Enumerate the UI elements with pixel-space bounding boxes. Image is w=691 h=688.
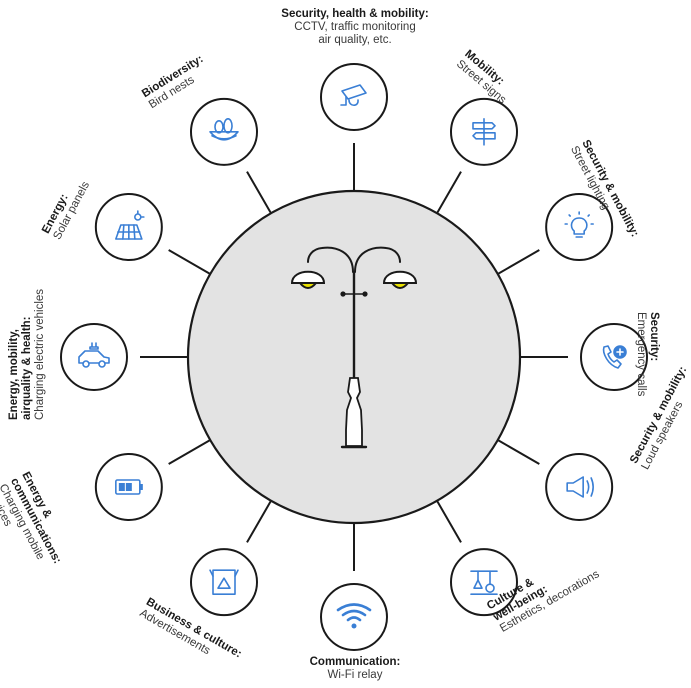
decorations-icon bbox=[470, 570, 498, 595]
label-ev-title: Energy, mobility, bbox=[8, 329, 20, 420]
connector-charging bbox=[168, 439, 211, 465]
electric-car-icon bbox=[78, 342, 110, 368]
label-wifi-title: Communication: bbox=[309, 656, 401, 668]
label-emergency: Security:Emergency calls bbox=[634, 312, 660, 396]
connector-lighting bbox=[497, 249, 540, 275]
connector-mobility bbox=[436, 171, 462, 214]
label-ev: Energy, mobility,airquality & health:Cha… bbox=[8, 289, 47, 420]
phone-plus-icon bbox=[602, 345, 627, 369]
node-emergency bbox=[580, 323, 648, 391]
node-circle bbox=[60, 323, 128, 391]
node-circle bbox=[190, 548, 258, 617]
node-business bbox=[190, 548, 258, 617]
connector-culture bbox=[436, 500, 462, 543]
label-ev-title2: airquality & health: bbox=[20, 316, 33, 420]
label-emergency-subtitle: Emergency calls bbox=[635, 312, 648, 397]
signpost-icon bbox=[472, 118, 496, 146]
label-cctv-title: Security, health & mobility: bbox=[281, 8, 429, 20]
label-wifi-subtitle: Wi-Fi relay bbox=[327, 668, 383, 681]
label-wifi: Communication:Wi-Fi relay bbox=[245, 656, 465, 682]
connector-solar bbox=[168, 249, 211, 275]
node-wifi bbox=[320, 583, 388, 651]
node-circles bbox=[60, 63, 648, 651]
connector-lines bbox=[140, 143, 568, 571]
center-disc bbox=[186, 189, 522, 525]
node-speakers bbox=[545, 453, 614, 521]
billboard-icon bbox=[209, 569, 239, 595]
label-ev-subtitle: Charging electric vehicles bbox=[33, 288, 46, 420]
solar-panel-icon bbox=[115, 210, 145, 240]
light-bulb-icon bbox=[564, 211, 594, 238]
node-ev bbox=[60, 323, 128, 391]
label-cctv-subtitle: CCTV, traffic monitoring bbox=[294, 20, 416, 33]
node-charging bbox=[94, 453, 163, 521]
cctv-camera-icon bbox=[340, 84, 367, 107]
wifi-icon bbox=[336, 603, 372, 629]
node-mobility bbox=[450, 97, 518, 166]
node-circle bbox=[450, 548, 518, 617]
loudspeaker-icon bbox=[566, 476, 594, 498]
bird-nest-icon bbox=[209, 118, 239, 141]
node-circle bbox=[580, 323, 648, 391]
node-bio bbox=[190, 97, 258, 166]
label-cctv: Security, health & mobility:CCTV, traffi… bbox=[245, 8, 465, 47]
node-culture bbox=[450, 548, 518, 617]
label-cctv-subtitle2: air quality, etc. bbox=[318, 33, 392, 46]
node-circle bbox=[545, 193, 614, 261]
connector-bio bbox=[246, 171, 272, 214]
node-solar bbox=[94, 193, 163, 261]
battery-icon bbox=[115, 479, 143, 495]
label-emergency-title: Security: bbox=[648, 312, 660, 362]
street-lamp-icon bbox=[290, 246, 418, 449]
node-circle bbox=[545, 453, 614, 521]
connector-business bbox=[246, 500, 272, 543]
node-cctv bbox=[320, 63, 388, 131]
connector-speakers bbox=[497, 439, 540, 465]
node-lighting bbox=[545, 193, 614, 261]
